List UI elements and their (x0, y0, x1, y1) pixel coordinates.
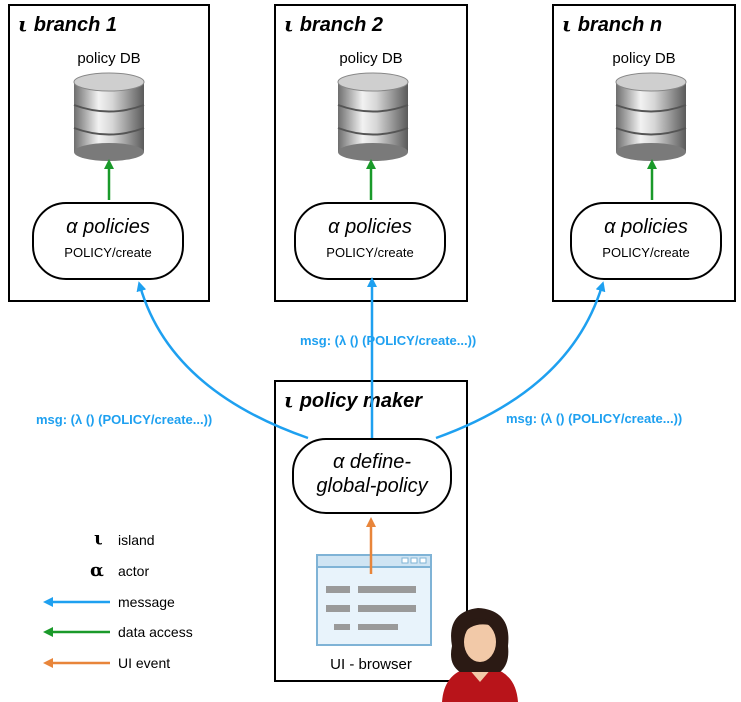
db-label: policy DB (612, 50, 676, 67)
island-name: branch 1 (33, 14, 118, 36)
legend-ui-event-label: UI event (118, 655, 171, 671)
actor-symbol: α (332, 451, 345, 473)
actor-policies: α policies POLICY/create (32, 202, 184, 280)
database-icon (73, 72, 145, 161)
db-label: policy DB (77, 50, 141, 67)
island-symbol: ι (18, 12, 28, 36)
island-name: branch n (577, 14, 663, 36)
actor-policies: α policies POLICY/create (570, 202, 722, 280)
actor-define-global-policy: α define-global-policy (292, 438, 452, 514)
actor-policies: α policies POLICY/create (294, 202, 446, 280)
db-label: policy DB (339, 50, 403, 67)
island-name: policy maker (299, 390, 422, 412)
message-label-center: msg: (λ () (POLICY/create...)) (300, 333, 477, 348)
actor-name-line1: define- (349, 451, 412, 473)
actor-subtitle: POLICY/create (602, 245, 690, 260)
actor-name-line2: global-policy (316, 475, 428, 497)
island-symbol: ι (562, 12, 572, 36)
island-symbol: ι (284, 388, 294, 412)
database-icon (615, 72, 687, 161)
actor-name: policies (83, 216, 150, 238)
actor-subtitle: POLICY/create (326, 245, 414, 260)
legend-message-label: message (118, 594, 175, 610)
legend-island-symbol: ι (94, 528, 103, 549)
user-avatar-icon (442, 608, 518, 702)
message-label-right: msg: (λ () (POLICY/create...)) (506, 411, 683, 426)
actor-symbol: α (66, 216, 78, 238)
legend-actor-label: actor (118, 563, 150, 579)
actor-symbol: α (328, 216, 340, 238)
actor-name: policies (621, 216, 688, 238)
ui-browser-label: UI - browser (330, 656, 412, 673)
actor-name: policies (345, 216, 412, 238)
message-label-left: msg: (λ () (POLICY/create...)) (36, 412, 213, 427)
database-icon (337, 72, 409, 161)
legend-data-access-label: data access (118, 624, 193, 640)
actor-symbol: α (604, 216, 616, 238)
legend-actor-symbol: α (90, 560, 104, 581)
legend-island-label: island (118, 532, 155, 548)
island-symbol: ι (284, 12, 294, 36)
island-name: branch 2 (299, 14, 384, 36)
actor-subtitle: POLICY/create (64, 245, 152, 260)
browser-window-icon (316, 554, 432, 646)
